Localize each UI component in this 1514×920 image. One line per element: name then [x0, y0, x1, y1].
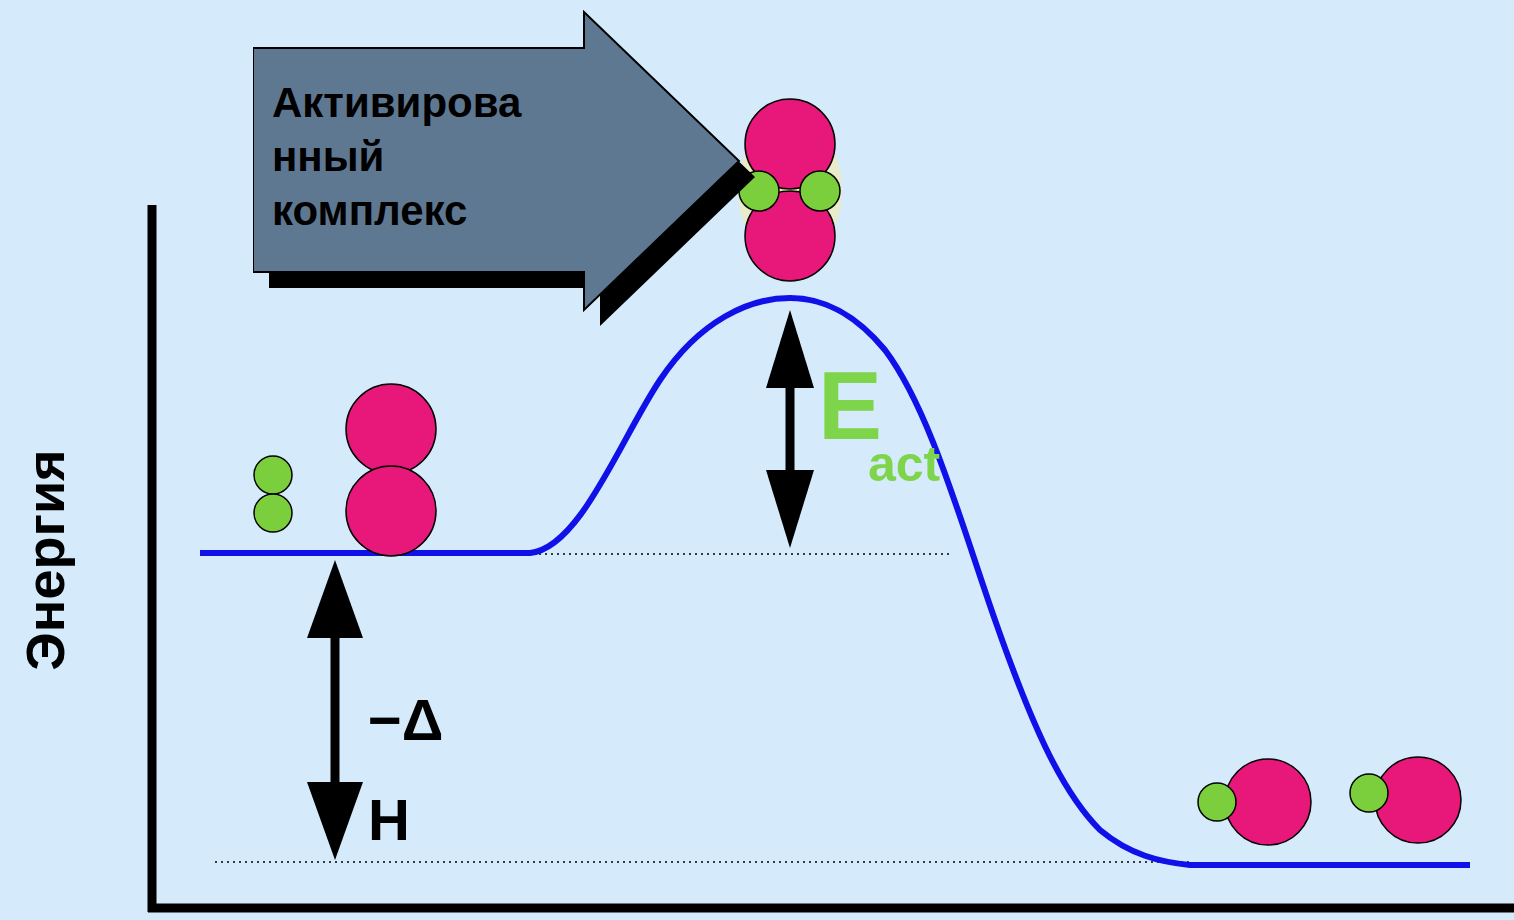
energy-curve	[200, 298, 1470, 865]
enthalpy-symbol: −Δ H	[368, 670, 464, 870]
axis-label: Энергия	[15, 425, 75, 695]
callout-arrow: Активирова нный комплекс	[253, 10, 763, 334]
product-molecules	[1198, 757, 1461, 845]
reactant-molecules	[254, 384, 436, 556]
reference-line	[515, 553, 950, 555]
activation-arrow	[766, 310, 814, 548]
callout-text: Активирова нный комплекс	[272, 76, 572, 238]
enthalpy-arrow	[307, 560, 363, 860]
activation-energy-subscript: act	[868, 436, 978, 492]
activated-complex-molecule	[738, 99, 842, 281]
reaction-axis	[148, 904, 1514, 913]
energy-axis	[148, 205, 157, 912]
reference-line	[215, 861, 1190, 863]
